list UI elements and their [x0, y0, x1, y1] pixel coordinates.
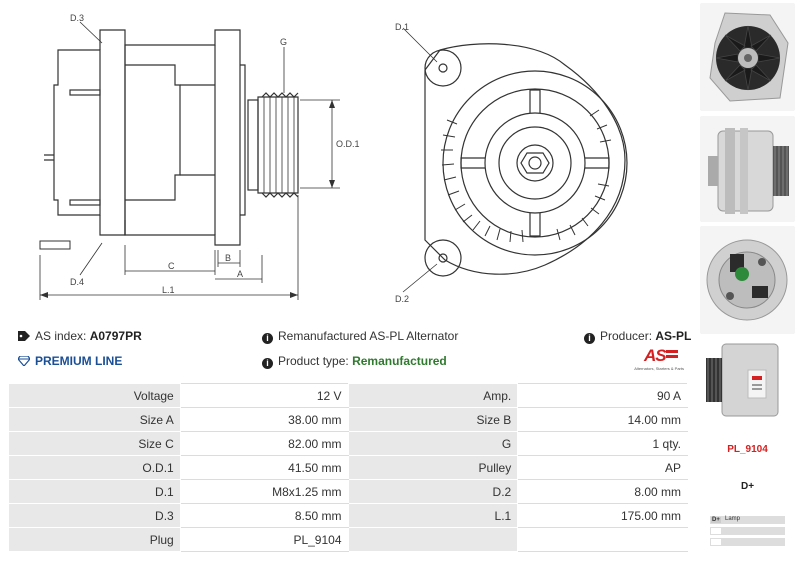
logo-mark: AS	[644, 346, 667, 365]
as-logo: AS Alternators, Starters & Parts	[622, 346, 684, 376]
product-type-row: i Product type: Remanufactured	[262, 354, 447, 369]
plug-pin-key	[710, 538, 722, 546]
label-c: C	[168, 261, 175, 271]
label-l1: L.1	[162, 285, 175, 295]
plug-pin-row	[710, 527, 785, 535]
plug-pin-row	[710, 538, 785, 546]
as-index-value: A0797PR	[89, 329, 142, 343]
tag-icon	[18, 331, 30, 341]
spec-value: 14.00 mm	[517, 407, 688, 432]
plug-code-label: PL_9104	[727, 444, 768, 455]
spec-label: D.3	[8, 503, 181, 528]
label-a: A	[237, 269, 243, 279]
spec-value: PL_9104	[179, 527, 349, 552]
as-index-row: AS index: A0797PR	[18, 329, 142, 343]
spec-value: 8.00 mm	[517, 479, 688, 504]
plug-pin-table: D+Lamp	[710, 516, 785, 549]
terminal-label: D+	[740, 481, 755, 492]
plug-pin-value	[722, 538, 725, 546]
info-icon: i	[584, 333, 595, 344]
premium-line: PREMIUM LINE	[35, 354, 123, 368]
plug-pin-key	[710, 527, 722, 535]
producer-row: i Producer: AS-PL	[584, 329, 691, 344]
front-view-drawing: D.1 D.2	[395, 22, 628, 304]
spec-label: L.1	[347, 503, 519, 528]
as-index-label: AS index:	[35, 329, 87, 343]
label-d4: D.4	[70, 277, 84, 287]
premium-row: PREMIUM LINE	[18, 354, 122, 368]
producer-value: AS-PL	[655, 329, 692, 343]
description-text: Remanufactured AS-PL Alternator	[278, 329, 459, 343]
spec-label: Size B	[347, 407, 519, 432]
diamond-icon	[18, 356, 30, 366]
plug-pin-value	[722, 527, 725, 535]
spec-label: Pulley	[347, 455, 519, 480]
spec-label: Plug	[8, 527, 181, 552]
spec-value: 38.00 mm	[179, 407, 349, 432]
spec-label: Amp.	[347, 383, 519, 408]
label-d3: D.3	[70, 13, 84, 23]
spec-value: 82.00 mm	[179, 431, 349, 456]
spec-label: G	[347, 431, 519, 456]
label-g: G	[280, 37, 287, 47]
spec-label: Size C	[8, 431, 181, 456]
spec-value: M8x1.25 mm	[179, 479, 349, 504]
spec-label	[347, 527, 519, 552]
product-photo-angle	[700, 336, 795, 426]
plug-pin-key: D+	[710, 516, 722, 524]
label-d2: D.2	[395, 294, 409, 304]
description-row: i Remanufactured AS-PL Alternator	[262, 329, 458, 344]
label-d1: D.1	[395, 22, 409, 32]
product-photo-front	[700, 3, 795, 111]
info-icon: i	[262, 358, 273, 369]
spec-value: 90 A	[517, 383, 688, 408]
spec-value: 175.00 mm	[517, 503, 688, 528]
label-od1: O.D.1	[336, 139, 360, 149]
side-view-drawing: D.3 D.4 G O.D.1 C B A L.1	[39, 13, 360, 300]
spec-value: 8.50 mm	[179, 503, 349, 528]
label-b: B	[225, 253, 231, 263]
spec-label: O.D.1	[8, 455, 181, 480]
spec-value: 1 qty.	[517, 431, 688, 456]
plug-pin-value: Lamp	[725, 516, 741, 522]
product-photo-side	[700, 116, 795, 222]
spec-label: D.2	[347, 479, 519, 504]
spec-label: D.1	[8, 479, 181, 504]
product-photo-rear	[700, 226, 795, 334]
spec-label: Size A	[8, 407, 181, 432]
product-type-label: Product type:	[278, 354, 349, 368]
spec-value: AP	[517, 455, 688, 480]
logo-tagline: Alternators, Starters & Parts	[634, 366, 684, 371]
producer-label: Producer:	[600, 329, 653, 343]
product-type-value: Remanufactured	[352, 354, 447, 368]
spec-value	[517, 527, 688, 552]
info-icon: i	[262, 333, 273, 344]
plug-pin-row: D+Lamp	[710, 516, 785, 524]
spec-label: Voltage	[8, 383, 181, 408]
spec-value: 12 V	[179, 383, 349, 408]
spec-value: 41.50 mm	[179, 455, 349, 480]
